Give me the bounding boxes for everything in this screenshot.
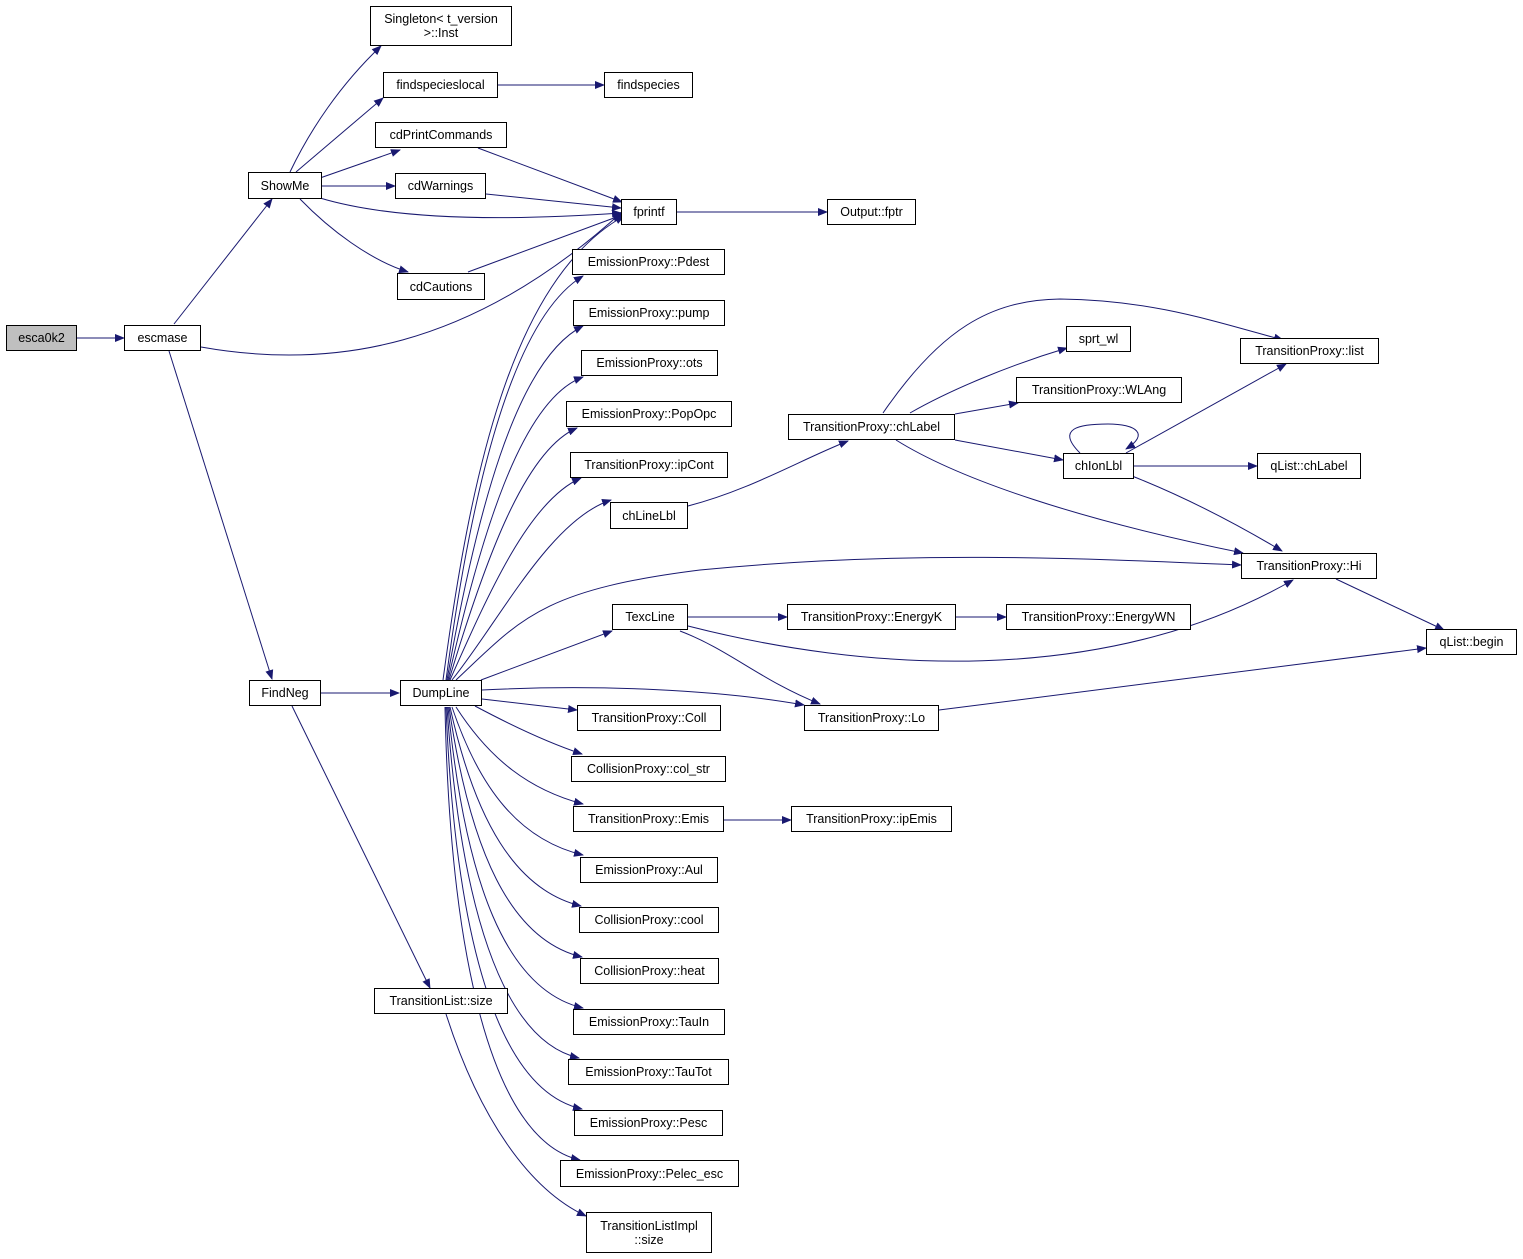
edge-chionlbl-chionlbl (1069, 423, 1139, 454)
node-tautot[interactable]: EmissionProxy::TauTot (568, 1059, 729, 1085)
node-wlang[interactable]: TransitionProxy::WLAng (1016, 377, 1182, 403)
node-pump[interactable]: EmissionProxy::pump (573, 300, 725, 326)
node-colstr[interactable]: CollisionProxy::col_str (571, 756, 726, 782)
edge-dumpline-coll (481, 698, 578, 713)
node-texcline[interactable]: TexcLine (612, 604, 688, 630)
edge-cdcautions-fprintf (467, 214, 623, 273)
edge-dumpline-ots (447, 376, 584, 681)
node-showme[interactable]: ShowMe (248, 172, 322, 199)
edge-dumpline-popopc (448, 427, 578, 681)
node-tlsize[interactable]: TransitionList::size (374, 988, 508, 1014)
edge-dumpline-pump (446, 325, 584, 681)
edge-dumpline-hi (455, 556, 1242, 681)
edge-lo-qlistbegin (938, 645, 1427, 711)
node-escmase[interactable]: escmase (124, 325, 201, 351)
node-chlabel[interactable]: TransitionProxy::chLabel (788, 414, 955, 440)
node-sprtwl[interactable]: sprt_wl (1066, 326, 1131, 352)
edge-chlabel-hi (895, 439, 1244, 556)
edge-chlabel-sprtwl (909, 346, 1068, 414)
node-singleton[interactable]: Singleton< t_version >::Inst (370, 6, 512, 46)
edge-chionlbl-hi (1131, 475, 1283, 552)
node-findspecies[interactable]: findspecies (604, 72, 693, 98)
node-coll[interactable]: TransitionProxy::Coll (577, 705, 721, 731)
edge-chlabel-chionlbl (954, 439, 1064, 463)
node-pdest[interactable]: EmissionProxy::Pdest (572, 249, 725, 275)
edge-escmase-findneg (168, 350, 274, 680)
node-findneg[interactable]: FindNeg (249, 680, 321, 706)
node-chlinelbl[interactable]: chLineLbl (610, 502, 688, 529)
edge-dumpline-cool (449, 706, 582, 908)
node-cdprintcommands[interactable]: cdPrintCommands (375, 122, 507, 148)
edge-chlabel-wlang (954, 400, 1019, 415)
node-tlimplsize[interactable]: TransitionListImpl ::size (586, 1212, 712, 1253)
node-pelecesc[interactable]: EmissionProxy::Pelec_esc (560, 1160, 739, 1187)
node-energywn[interactable]: TransitionProxy::EnergyWN (1006, 604, 1191, 630)
edge-dumpline-tauin (447, 706, 584, 1010)
edge-dumpline-pesc (445, 706, 583, 1111)
node-findspecieslocal[interactable]: findspecieslocal (383, 72, 498, 98)
edge-escmase-showme (173, 198, 273, 325)
edge-dumpline-pelecesc (444, 706, 581, 1162)
edge-chionlbl-tplist (1125, 363, 1287, 454)
node-heat[interactable]: CollisionProxy::heat (580, 958, 719, 984)
node-tplist[interactable]: TransitionProxy::list (1240, 338, 1379, 364)
edge-dumpline-emis (455, 706, 584, 806)
node-energyk[interactable]: TransitionProxy::EnergyK (787, 604, 956, 630)
node-ipcont[interactable]: TransitionProxy::ipCont (570, 452, 728, 478)
edge-dumpline-aul (451, 706, 584, 857)
edge-hi-qlistbegin (1335, 578, 1445, 631)
edge-tlsize-tlimplsize (445, 1013, 587, 1217)
node-tauin[interactable]: EmissionProxy::TauIn (573, 1009, 725, 1035)
node-dumpline[interactable]: DumpLine (400, 680, 482, 706)
node-emis[interactable]: TransitionProxy::Emis (573, 806, 724, 832)
edge-chlinelbl-chlabel (687, 440, 849, 507)
node-pesc[interactable]: EmissionProxy::Pesc (574, 1110, 723, 1136)
node-aul[interactable]: EmissionProxy::Aul (580, 857, 718, 883)
edge-dumpline-heat (448, 706, 583, 959)
edge-showme-cdcautions (299, 198, 409, 274)
node-fprintf[interactable]: fprintf (621, 199, 677, 225)
edge-showme-findspecieslocal (295, 97, 384, 173)
edge-dumpline-lo (481, 687, 805, 708)
node-cdwarnings[interactable]: cdWarnings (395, 173, 486, 199)
edge-texcline-lo (679, 630, 821, 705)
edge-texcline-hi (687, 579, 1294, 662)
edge-dumpline-tautot (446, 706, 580, 1060)
edge-cdprintcommands-fprintf (477, 147, 623, 203)
edge-showme-fprintf (319, 197, 622, 219)
node-cdcautions[interactable]: cdCautions (397, 273, 485, 300)
node-cool[interactable]: CollisionProxy::cool (579, 907, 719, 933)
node-ipemis[interactable]: TransitionProxy::ipEmis (791, 806, 952, 832)
edge-dumpline-chlinelbl (451, 499, 612, 681)
node-chionlbl[interactable]: chIonLbl (1063, 453, 1134, 479)
edge-dumpline-ipcont (449, 477, 582, 681)
node-qlistbegin[interactable]: qList::begin (1426, 629, 1517, 655)
node-lo[interactable]: TransitionProxy::Lo (804, 705, 939, 731)
edge-showme-cdprintcommands (319, 149, 401, 179)
node-qlistchlabel[interactable]: qList::chLabel (1257, 453, 1361, 479)
node-popopc[interactable]: EmissionProxy::PopOpc (566, 401, 732, 427)
edge-chlabel-tplist (882, 298, 1284, 414)
edge-findneg-tlsize (291, 705, 431, 989)
edge-dumpline-texcline (480, 630, 613, 681)
node-hi[interactable]: TransitionProxy::Hi (1241, 553, 1377, 579)
edge-dumpline-pdest (445, 275, 584, 681)
node-esca0k2[interactable]: esca0k2 (6, 325, 77, 351)
edge-showme-singleton (289, 45, 382, 173)
edge-cdwarnings-fprintf (485, 193, 622, 212)
node-outputfptr[interactable]: Output::fptr (827, 199, 916, 225)
edge-escmase-fprintf (200, 211, 623, 356)
edge-dumpline-colstr (474, 705, 583, 755)
node-ots[interactable]: EmissionProxy::ots (581, 350, 718, 376)
